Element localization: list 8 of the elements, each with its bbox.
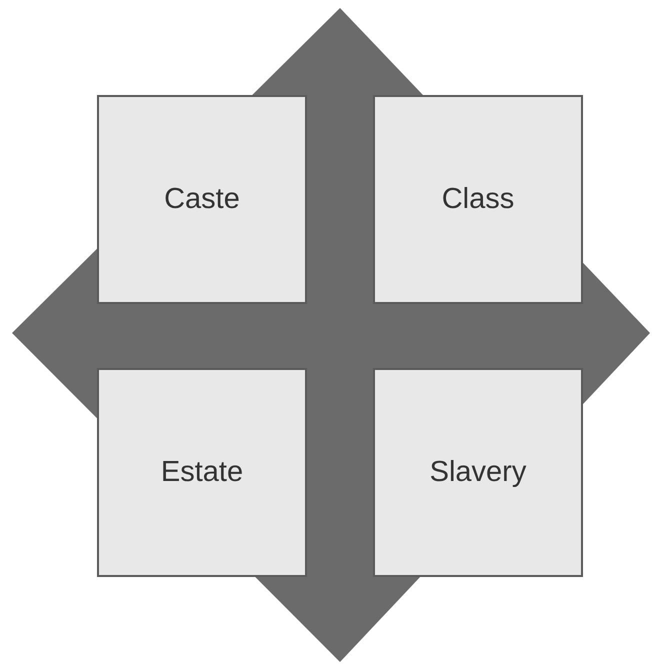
- category-box: [97, 368, 307, 577]
- category-box: [97, 95, 307, 304]
- box-label: Estate: [160, 456, 244, 489]
- category-box: [373, 368, 583, 577]
- box-label: Class: [442, 183, 514, 216]
- box-label: Slavery: [430, 456, 526, 489]
- category-box: [373, 95, 583, 304]
- box-label: Caste: [164, 183, 240, 216]
